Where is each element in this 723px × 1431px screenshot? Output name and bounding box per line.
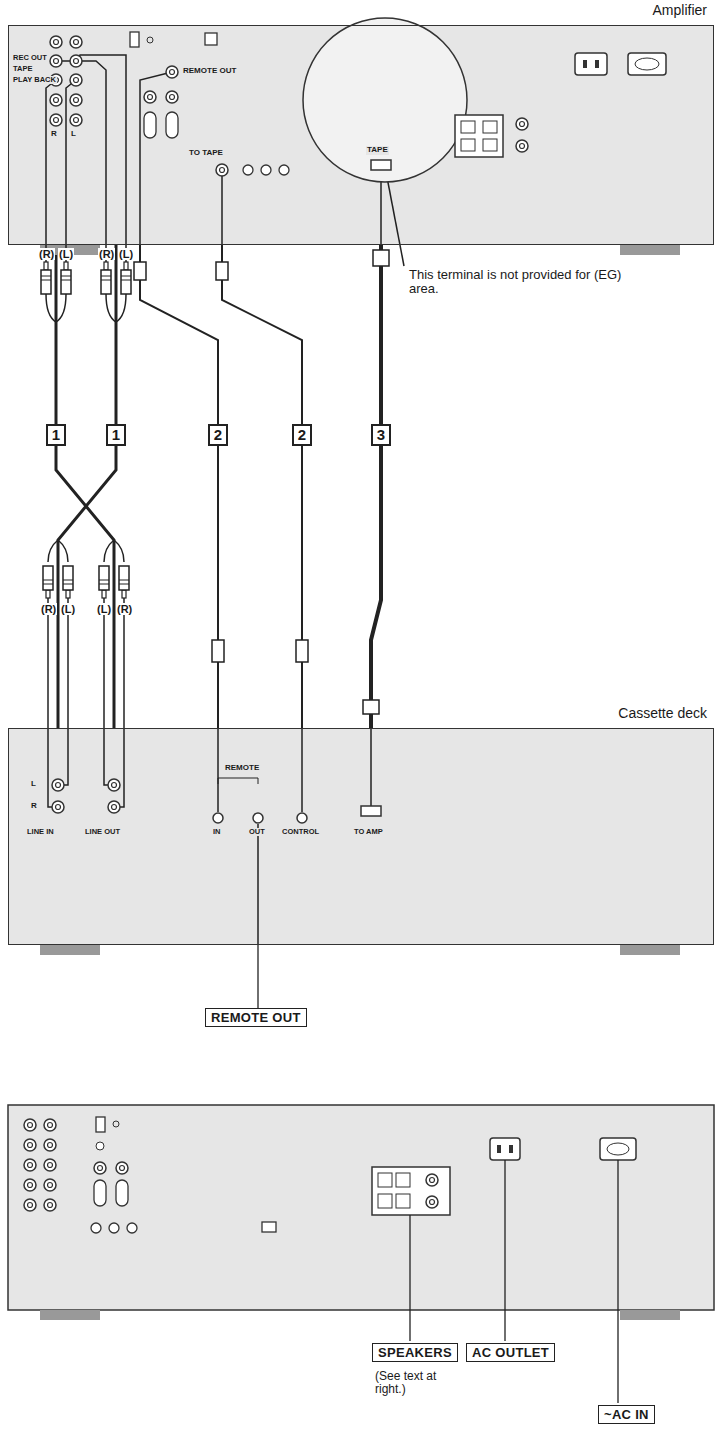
device-heading: Cassette deck [618, 705, 707, 721]
callout-text: ~AC IN [604, 1407, 649, 1422]
panel-label: (See text at right.) [374, 1370, 468, 1396]
panel-label: (R) [38, 248, 55, 260]
panel-label: TO AMP [353, 828, 384, 836]
connection-cable [58, 245, 116, 728]
callout-number: 1 [46, 424, 66, 446]
panel-label: This terminal is not provided for (EG) a… [408, 268, 625, 297]
callout-box: REMOTE OUT [205, 1008, 307, 1027]
connection-cable [140, 245, 218, 728]
panel-label: LINE IN [26, 828, 55, 836]
panel-label: IN [212, 828, 222, 836]
amplifier-panel: Amplifier [8, 25, 714, 245]
panel-label: REC OUT [12, 54, 48, 62]
connection-cable [371, 245, 381, 728]
connection-cable [222, 245, 302, 728]
callout-number: 3 [371, 424, 391, 446]
panel-label: LINE OUT [84, 828, 121, 836]
callout-text: SPEAKERS [378, 1345, 452, 1360]
panel-label: (L) [58, 248, 74, 260]
panel-label: R [30, 802, 38, 811]
panel-label: (R) [116, 603, 133, 615]
panel-label: OUT [248, 828, 266, 836]
callout-number: 1 [106, 424, 126, 446]
panel-label: (L) [96, 603, 112, 615]
callout-text: REMOTE OUT [211, 1010, 301, 1025]
device-heading: Amplifier [653, 2, 707, 18]
panel-label: TAPE [366, 146, 389, 155]
panel-label: PLAY BACK [12, 76, 57, 84]
callout-box: SPEAKERS [372, 1343, 458, 1362]
cassette-deck-panel: Cassette deck [8, 728, 714, 945]
panel-label: REMOTE [224, 764, 260, 773]
panel-label: TO TAPE [188, 149, 224, 158]
callout-text: AC OUTLET [472, 1345, 549, 1360]
panel-label: (L) [118, 248, 134, 260]
panel-label: CONTROL [281, 828, 320, 836]
panel-label: REMOTE OUT [182, 67, 237, 76]
panel-label: (R) [98, 248, 115, 260]
callout-box: ~AC IN [598, 1405, 655, 1424]
connection-cable [56, 245, 114, 728]
leader-line [257, 945, 258, 1008]
panel-label: TAPE [12, 65, 33, 73]
panel-label: R [50, 130, 58, 139]
panel-label: (L) [60, 603, 76, 615]
callout-number: 2 [292, 424, 312, 446]
panel-label: (R) [40, 603, 57, 615]
callout-box: AC OUTLET [466, 1343, 555, 1362]
panel-label: L [70, 130, 77, 139]
callout-number: 2 [208, 424, 228, 446]
panel-label: L [30, 780, 37, 789]
